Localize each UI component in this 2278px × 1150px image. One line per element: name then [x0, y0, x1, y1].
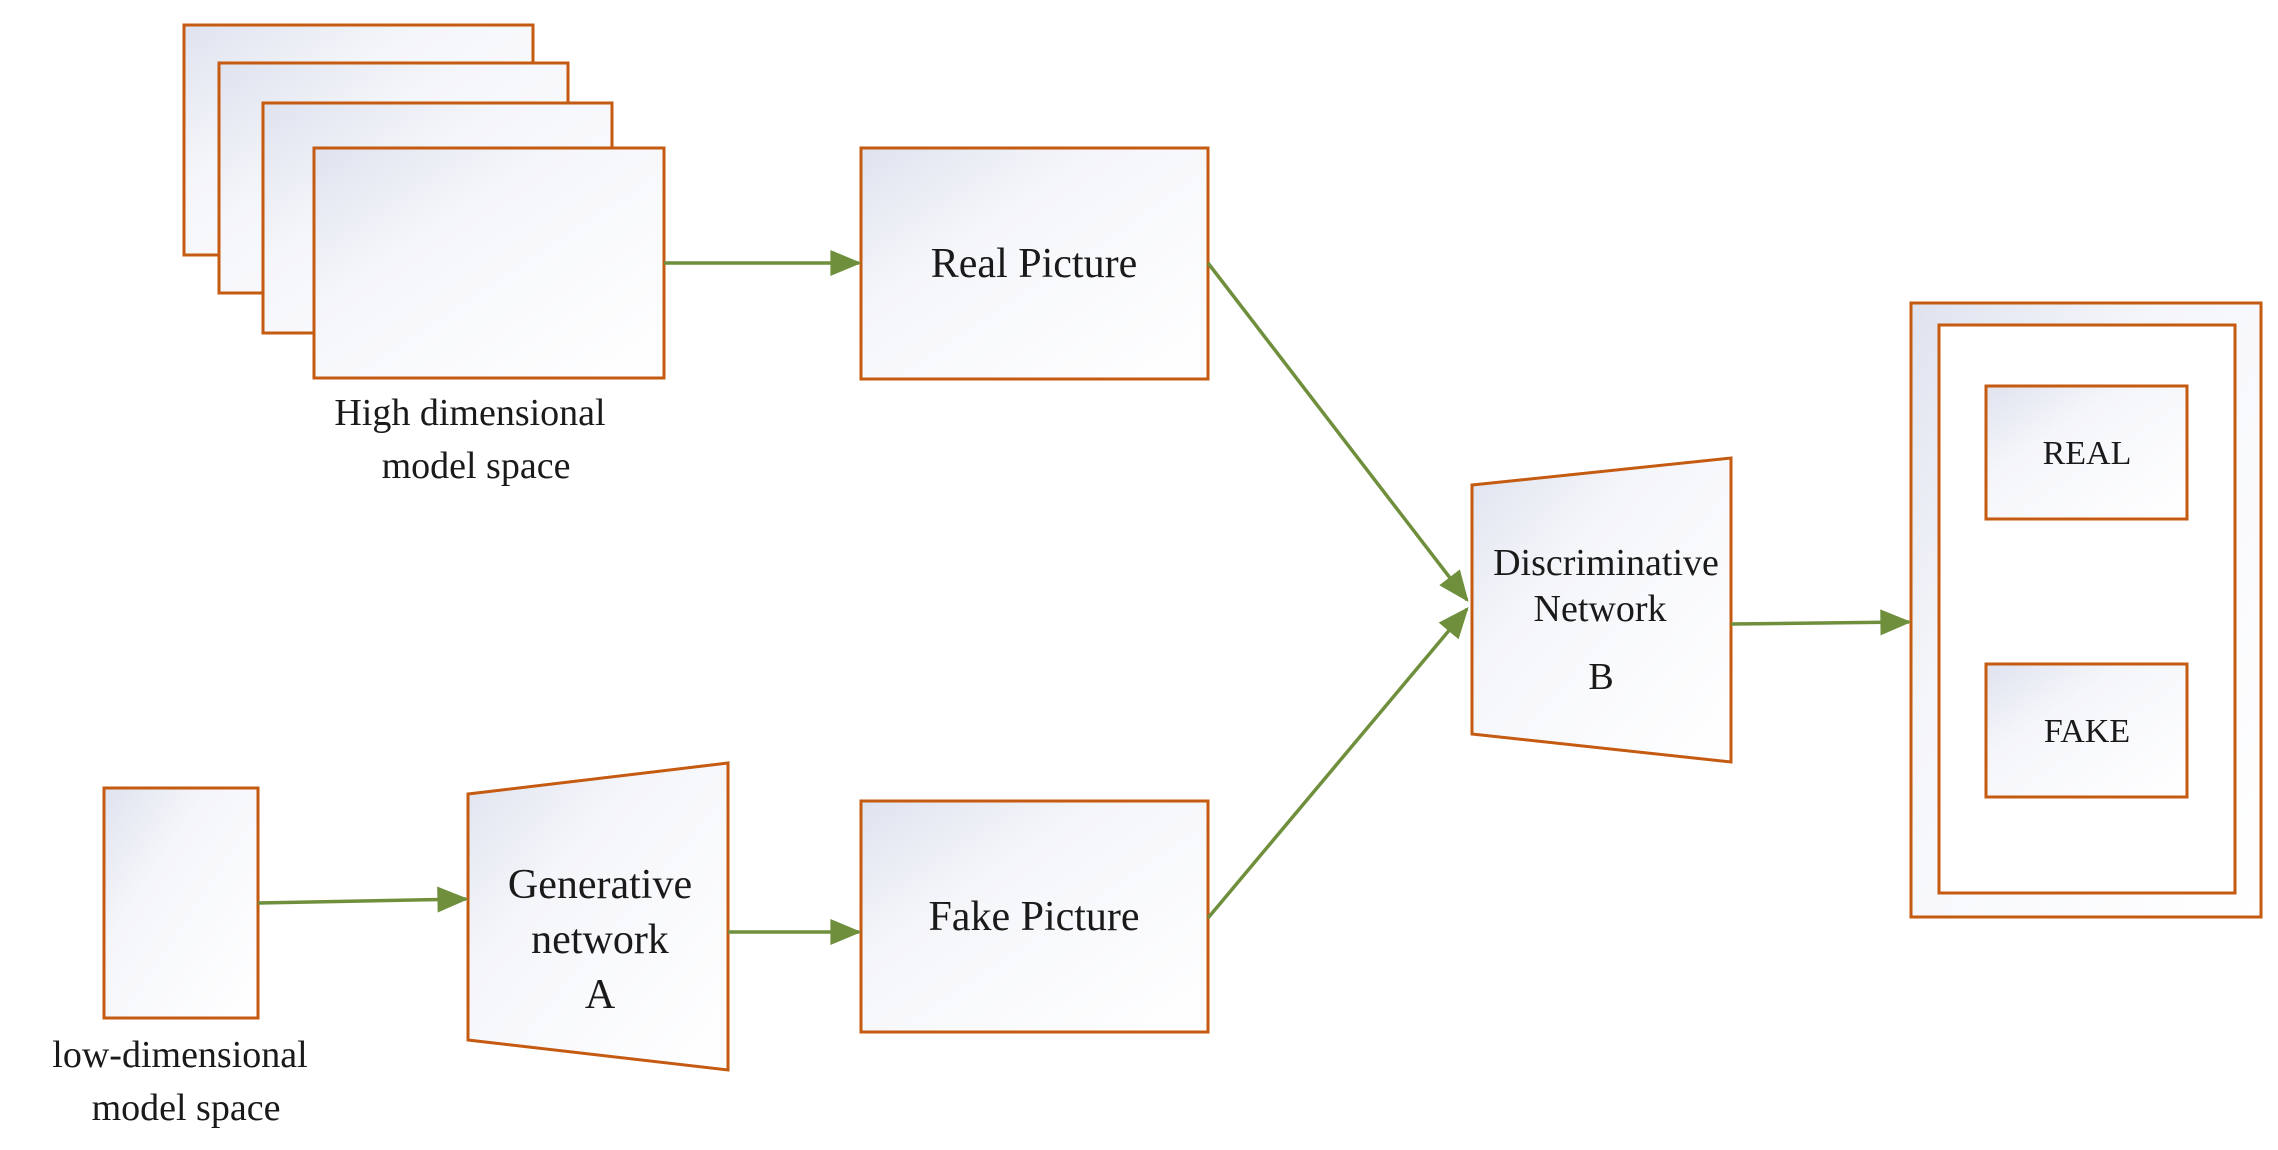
- high-dim-label-line2: model space: [382, 445, 571, 487]
- discriminative-network-shape: [1470, 456, 1733, 764]
- fake-picture-node: Fake Picture: [859, 799, 1210, 1034]
- discriminative-label-line1: Discriminative: [1493, 542, 1719, 584]
- real-picture-label: Real Picture: [931, 241, 1137, 287]
- generative-network-shape: [466, 761, 730, 1072]
- discriminative-network-node: Discriminative Network B: [1470, 456, 1733, 764]
- discriminative-label-line3: B: [1588, 656, 1613, 698]
- real-picture-box: [859, 146, 1210, 381]
- low-dim-label-line1: low-dimensional: [52, 1034, 307, 1076]
- stack-card-4: [312, 146, 666, 380]
- fake-picture-label: Fake Picture: [928, 894, 1139, 940]
- arrow-lowdim-to-generative: [257, 886, 469, 913]
- generative-label-line2: network: [531, 917, 669, 963]
- connectors: [257, 250, 1912, 945]
- output-panel: REAL FAKE: [1909, 301, 2263, 919]
- high-dimensional-model-space: High dimensional model space: [182, 23, 666, 487]
- low-dimensional-model-space: low-dimensional model space: [52, 786, 308, 1129]
- fake-picture-box: [859, 799, 1210, 1034]
- generative-label-line3: A: [585, 972, 616, 1018]
- real-output-box: [1984, 384, 2189, 521]
- low-dim-box: [102, 786, 260, 1020]
- high-dim-label-line1: High dimensional: [334, 392, 605, 434]
- real-output-label: REAL: [2043, 435, 2132, 472]
- arrow-fake-to-discriminator: [1206, 607, 1469, 920]
- generative-network-node: Generative network A: [466, 761, 730, 1072]
- fake-output-label: FAKE: [2044, 713, 2130, 750]
- arrow-discriminator-to-output: [1730, 609, 1912, 636]
- fake-output-box: [1984, 662, 2189, 799]
- real-picture-node: Real Picture: [859, 146, 1210, 381]
- low-dim-label-line2: model space: [92, 1087, 281, 1129]
- arrow-real-to-discriminator: [1206, 261, 1469, 603]
- generative-label-line1: Generative: [508, 862, 692, 908]
- discriminative-label-line2: Network: [1534, 588, 1667, 630]
